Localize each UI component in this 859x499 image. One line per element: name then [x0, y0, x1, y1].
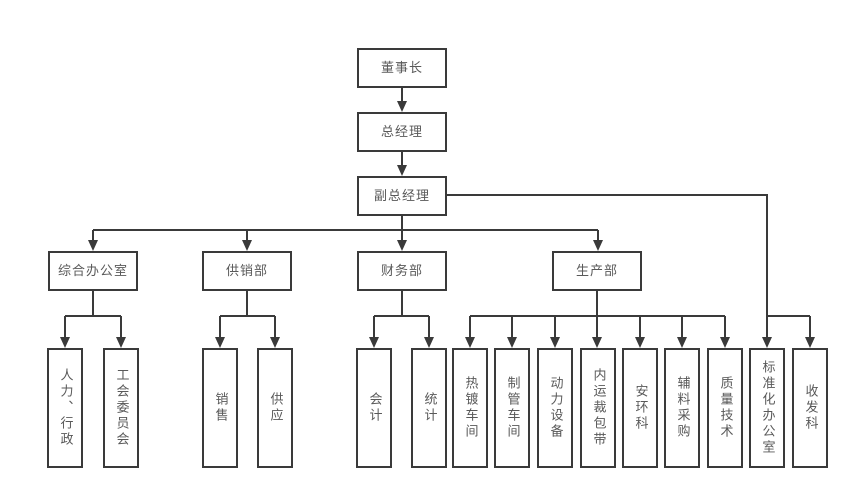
org-node-dept-general-office: 综合办公室 [48, 251, 138, 291]
edge-deputy-branch [447, 194, 811, 338]
edge-main-rail [92, 216, 599, 241]
org-node-sales: 销售 [202, 348, 238, 468]
org-node-accounting: 会计 [356, 348, 392, 468]
org-node-dept-supply-sales: 供销部 [202, 251, 292, 291]
edge-dept-2 [373, 291, 430, 338]
org-node-safety-environment: 安环科 [622, 348, 658, 468]
connector-lines [64, 88, 811, 338]
edge-dept-3 [469, 291, 726, 338]
edge-dept-1 [219, 291, 276, 338]
org-node-general-manager: 总经理 [357, 112, 447, 152]
org-node-supply: 供应 [257, 348, 293, 468]
org-node-galvanizing-workshop: 热镀车间 [452, 348, 488, 468]
org-node-dept-production: 生产部 [552, 251, 642, 291]
org-node-union-committee: 工会委员会 [103, 348, 139, 468]
org-node-deputy-general-manager: 副总经理 [357, 176, 447, 216]
org-node-receiving-dispatch: 收发科 [792, 348, 828, 468]
org-node-chairman: 董事长 [357, 48, 447, 88]
org-node-standardization-office: 标准化办公室 [749, 348, 785, 468]
org-node-dept-finance: 财务部 [357, 251, 447, 291]
org-node-quality-technology: 质量技术 [707, 348, 743, 468]
edge-dept-0 [64, 291, 122, 338]
org-node-internal-transport-strapping: 内运裁包带 [580, 348, 616, 468]
org-node-hr-admin: 人力、行政 [47, 348, 83, 468]
org-node-pipe-workshop: 制管车间 [494, 348, 530, 468]
org-node-auxiliary-procurement: 辅料采购 [664, 348, 700, 468]
org-node-statistics: 统计 [411, 348, 447, 468]
org-node-power-equipment: 动力设备 [537, 348, 573, 468]
